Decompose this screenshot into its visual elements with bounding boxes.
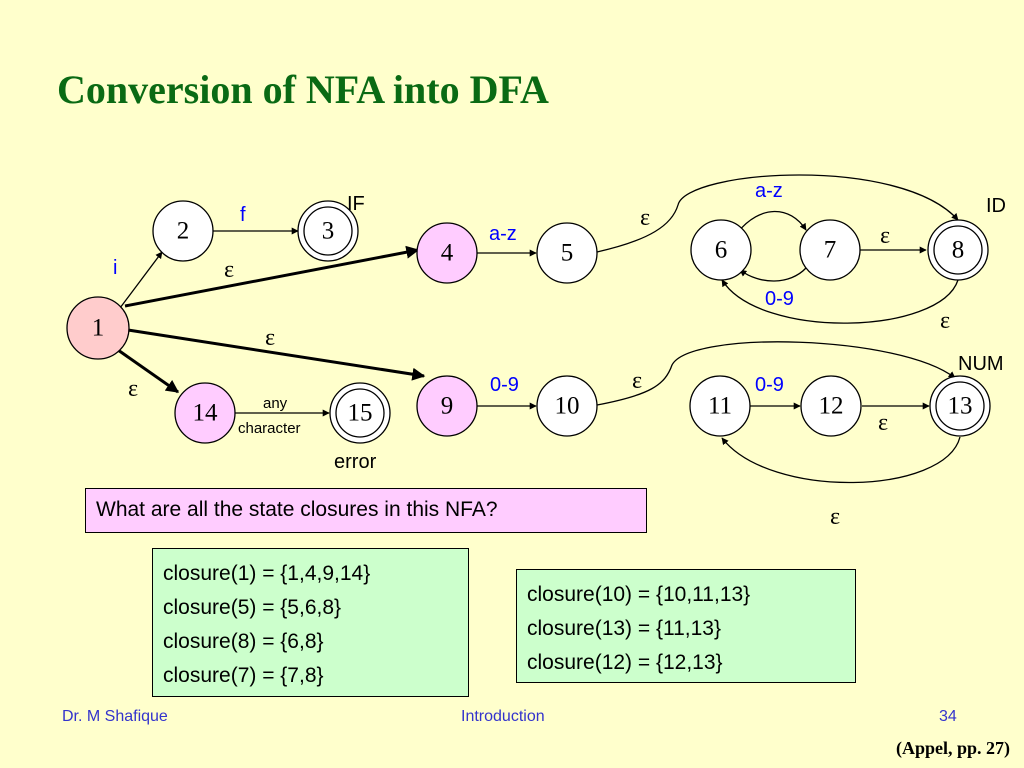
edge-label-11-12: 0-9 <box>755 374 784 396</box>
epsilon-label-12-13: ε <box>878 410 888 436</box>
svg-text:11: 11 <box>708 393 732 420</box>
state-5: 5 <box>536 222 598 284</box>
edge-label-7-6: 0-9 <box>765 288 794 310</box>
state-6: 6 <box>690 219 752 281</box>
svg-text:6: 6 <box>715 237 728 264</box>
edge-1-9 <box>127 328 426 381</box>
state-13-accepting: 13 <box>929 375 991 437</box>
state-8-accepting: 8 <box>927 219 989 281</box>
closure-line: closure(7) = {7,8} <box>163 664 324 687</box>
slide-title: Conversion of NFA into DFA <box>57 67 549 112</box>
svg-text:7: 7 <box>824 237 837 264</box>
edge-label-i: i <box>113 257 117 279</box>
epsilon-label-7-8: ε <box>880 223 890 249</box>
question-box: What are all the state closures in this … <box>85 488 647 533</box>
closure-line: closure(1) = {1,4,9,14} <box>163 562 371 585</box>
edge-label-9-10: 0-9 <box>490 374 519 396</box>
state-10: 10 <box>536 375 598 437</box>
closure-line: closure(12) = {12,13} <box>527 651 723 674</box>
edge-1-14 <box>117 348 180 394</box>
closure-line: closure(10) = {10,11,13} <box>527 583 751 606</box>
closure-line: closure(13) = {11,13} <box>527 617 721 640</box>
edge-7-6-back <box>739 267 807 282</box>
epsilon-label-8-6: ε <box>940 308 950 334</box>
edge-1-4 <box>124 245 420 308</box>
edge-10-13 <box>596 341 956 406</box>
edge-1-2 <box>119 251 163 309</box>
edge-label-any: any <box>263 395 288 412</box>
edge-label-6-7: a-z <box>755 180 783 202</box>
epsilon-label-1-4: ε <box>224 257 234 283</box>
state-12: 12 <box>800 375 862 437</box>
edge-label-4-5: a-z <box>489 223 517 245</box>
epsilon-label-1-14: ε <box>128 376 138 402</box>
state-1: 1 <box>66 296 130 360</box>
closures-box-right: closure(10) = {10,11,13} closure(13) = {… <box>516 569 856 683</box>
edge-13-11 <box>721 436 961 484</box>
edge-label-f: f <box>240 204 246 226</box>
edge-label-character: character <box>238 420 301 437</box>
svg-text:4: 4 <box>441 240 454 267</box>
svg-text:12: 12 <box>819 393 844 420</box>
closures-box-left: closure(1) = {1,4,9,14} closure(5) = {5,… <box>152 548 469 697</box>
state-2: 2 <box>152 200 214 262</box>
state-15-accepting: 15 <box>329 382 391 444</box>
edge-5-8 <box>596 174 959 253</box>
edge-6-7 <box>737 210 807 233</box>
footer-author: Dr. M Shafique <box>62 708 168 725</box>
token-label-error: error <box>334 451 377 473</box>
state-7: 7 <box>799 219 861 281</box>
token-label-num: NUM <box>958 353 1004 375</box>
state-14: 14 <box>174 382 236 444</box>
svg-text:2: 2 <box>177 218 190 245</box>
svg-text:1: 1 <box>92 315 105 342</box>
edge-8-6 <box>721 279 959 324</box>
state-3-accepting: 3 <box>297 200 359 262</box>
closure-line: closure(8) = {6,8} <box>163 630 324 653</box>
citation: (Appel, pp. 27) <box>895 738 1010 758</box>
footer-page-number: 34 <box>939 708 957 725</box>
epsilon-label-10-13: ε <box>632 368 642 394</box>
svg-text:14: 14 <box>193 400 219 427</box>
svg-text:13: 13 <box>948 393 973 420</box>
svg-text:15: 15 <box>348 400 373 427</box>
state-9: 9 <box>416 375 478 437</box>
svg-text:3: 3 <box>322 218 335 245</box>
footer-section: Introduction <box>461 708 545 725</box>
state-4: 4 <box>416 222 478 284</box>
closure-line: closure(5) = {5,6,8} <box>163 596 342 619</box>
epsilon-label-13-11: ε <box>830 504 840 530</box>
svg-text:10: 10 <box>555 393 580 420</box>
state-11: 11 <box>689 375 751 437</box>
token-label-if: IF <box>347 193 365 215</box>
svg-text:8: 8 <box>952 237 965 264</box>
epsilon-label-5-8: ε <box>640 205 650 231</box>
svg-text:5: 5 <box>561 240 574 267</box>
token-label-id: ID <box>986 195 1006 217</box>
svg-text:9: 9 <box>441 393 454 420</box>
epsilon-label-1-9: ε <box>265 325 275 351</box>
